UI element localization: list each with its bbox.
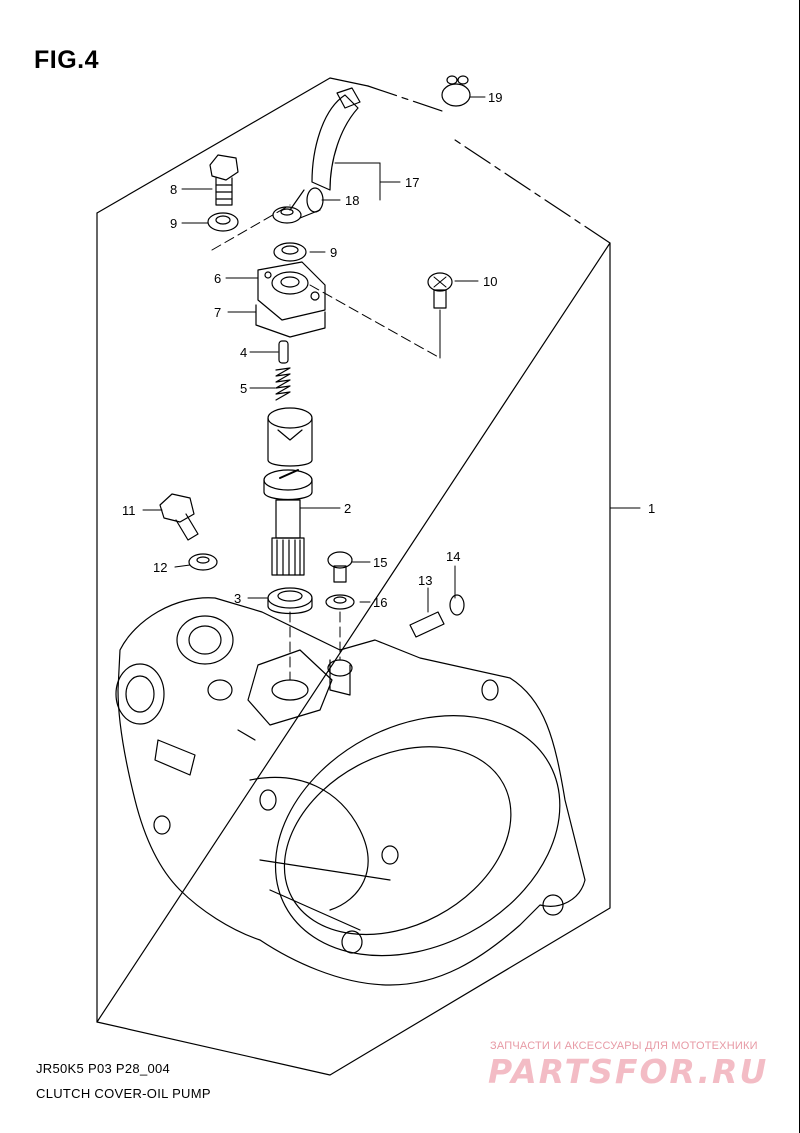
callout-1: 1 [648, 501, 655, 516]
part-19-cap [441, 75, 471, 107]
watermark-tagline: ЗАПЧАСТИ И АКСЕССУАРЫ ДЛЯ МОТОТЕХНИКИ [490, 1040, 758, 1052]
part-15-screw [327, 551, 353, 583]
part-8-bolt [209, 154, 239, 206]
callout-19: 19 [488, 90, 502, 105]
callout-8: 8 [170, 182, 177, 197]
clutch-cover-housing [115, 597, 586, 986]
part-17-hose [311, 87, 361, 191]
callout-6: 6 [214, 271, 221, 286]
callout-13: 13 [418, 573, 432, 588]
model-code-line: JR50K5 P03 P28_004 [36, 1061, 170, 1076]
part-9-washer-upper [272, 206, 302, 224]
page-reference: P03 P28_004 [87, 1061, 171, 1076]
callout-18: 18 [345, 193, 359, 208]
callout-7: 7 [214, 305, 221, 320]
callout-11: 11 [122, 503, 136, 518]
callout-labels: 1 2 3 4 5 6 7 8 9 9 10 11 12 13 14 15 16… [122, 90, 655, 610]
callout-12: 12 [153, 560, 167, 575]
model-code: JR50K5 [36, 1061, 85, 1076]
callout-2: 2 [344, 501, 351, 516]
part-9-washer-mid [273, 242, 307, 262]
part-16-washer [325, 594, 355, 610]
part-11-bolt [159, 493, 199, 541]
watermark-logo: PARTSFOR.RU [488, 1052, 769, 1091]
callout-3: 3 [234, 591, 241, 606]
callout-17: 17 [405, 175, 419, 190]
callout-10: 10 [483, 274, 497, 289]
assembly-outline [96, 77, 611, 1076]
leader-lines [142, 96, 641, 681]
part-rotor-upper [267, 407, 313, 467]
figure-title: FIG.4 [34, 46, 100, 74]
part-3-oil-seal [267, 587, 313, 615]
part-4-pin [278, 340, 289, 364]
callout-9a: 9 [170, 216, 177, 231]
part-12-washer [188, 553, 218, 571]
part-5-spring [275, 367, 291, 401]
part-14-o-ring [449, 594, 465, 616]
callout-16: 16 [373, 595, 387, 610]
part-18-fitting [289, 187, 324, 219]
callout-15: 15 [373, 555, 387, 570]
figure-caption: CLUTCH COVER-OIL PUMP [36, 1086, 211, 1101]
part-2-shaft [263, 469, 313, 576]
callout-4: 4 [240, 345, 247, 360]
part-9-washer [207, 212, 239, 232]
callout-5: 5 [240, 381, 247, 396]
callout-9b: 9 [330, 245, 337, 260]
part-13-dowel [409, 611, 445, 638]
callout-14: 14 [446, 549, 460, 564]
part-10-screw [427, 272, 453, 309]
part-6-7-pump-cover [255, 261, 326, 338]
